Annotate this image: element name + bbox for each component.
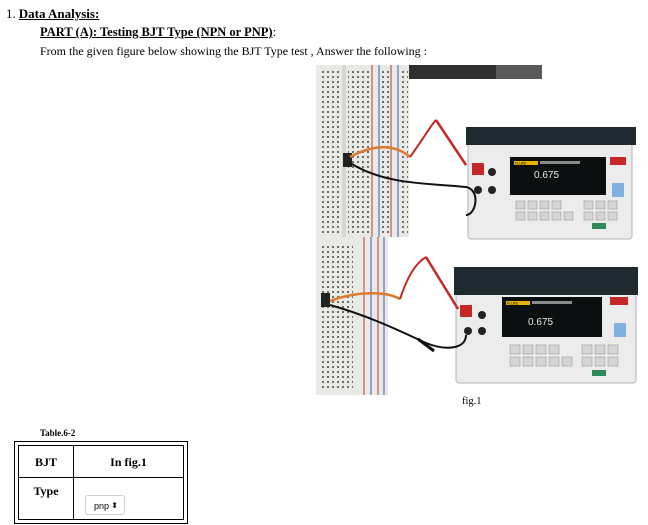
row-divider	[19, 477, 183, 478]
column-divider	[73, 446, 74, 519]
select-arrow-icon: ⬍	[111, 501, 118, 510]
part-heading: PART (A): Testing BJT Type (NPN or PNP):	[40, 25, 276, 40]
multimeter-top-image	[466, 127, 636, 240]
figure-caption: fig.1	[462, 396, 482, 407]
header-in-fig1: In fig.1	[110, 455, 147, 469]
bjt-type-select[interactable]: pnp ⬍	[85, 495, 125, 515]
section-heading: 1.Data Analysis:	[6, 6, 99, 22]
meter-top-brand: FLUKE	[515, 162, 527, 166]
select-value: pnp	[94, 501, 110, 511]
instruction-text: From the given figure below showing the …	[40, 44, 428, 58]
part-title: PART (A): Testing BJT Type (NPN or PNP)	[40, 25, 273, 39]
header-bjt: BJT	[34, 455, 57, 469]
row-label-type: Type	[33, 484, 59, 498]
meter-top-reading: 0.675	[534, 170, 559, 181]
part-suffix: :	[272, 25, 277, 39]
bjt-type-table: BJT In fig.1 Type pnp ⬍	[14, 441, 188, 524]
bjt-test-figure: 0.675 0.675 FLUKE FLUKE	[316, 65, 638, 395]
section-number: 1.	[6, 6, 16, 21]
table-inner-frame: BJT In fig.1 Type pnp ⬍	[18, 445, 184, 520]
table-caption: Table.6-2	[40, 428, 76, 438]
section-title: Data Analysis:	[18, 6, 100, 21]
meter-bottom-reading: 0.675	[528, 317, 553, 328]
meter-bottom-brand: FLUKE	[507, 302, 519, 306]
multimeter-bottom-image	[454, 267, 638, 384]
